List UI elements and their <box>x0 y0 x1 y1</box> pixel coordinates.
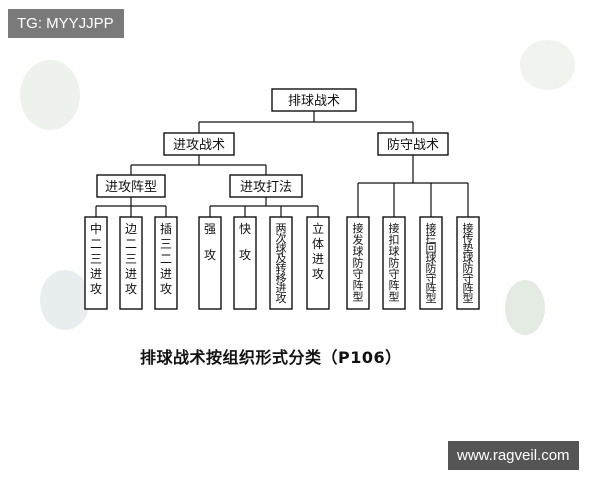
svg-text:接发球防守阵型: 接发球防守阵型 <box>353 222 364 304</box>
node-attack-play: 进攻打法 <box>229 174 303 198</box>
diagram-caption: 排球战术按组织形式分类（P106） <box>140 348 402 367</box>
leaf-formation-2: 边二三进攻 <box>119 216 143 310</box>
svg-text:排球战术: 排球战术 <box>288 94 340 109</box>
node-attack-tactics: 进攻战术 <box>163 132 235 156</box>
svg-text:接传垫球防守阵型: 接传垫球防守阵型 <box>463 222 474 305</box>
node-attack-formation: 进攻阵型 <box>96 174 166 198</box>
leaf-play-4: 立体进攻 <box>306 216 330 310</box>
svg-text:快攻: 快攻 <box>239 222 251 262</box>
leaf-formation-1: 中二三进攻 <box>84 216 108 310</box>
svg-text:进攻打法: 进攻打法 <box>240 180 292 195</box>
svg-text:进攻阵型: 进攻阵型 <box>105 180 157 195</box>
svg-text:强攻: 强攻 <box>204 222 216 262</box>
node-root: 排球战术 <box>271 88 357 112</box>
leaf-defense-1: 接发球防守阵型 <box>346 216 370 310</box>
leaf-formation-3: 插三二进攻 <box>154 216 178 310</box>
background-leaf <box>505 280 545 335</box>
svg-text:插三二进攻: 插三二进攻 <box>160 222 172 296</box>
leaf-play-2: 快攻 <box>233 216 257 310</box>
leaf-defense-4: 接传垫球防守阵型 <box>456 216 480 310</box>
svg-text:边二三进攻: 边二三进攻 <box>125 222 137 296</box>
node-defense-tactics: 防守战术 <box>377 132 449 156</box>
background-leaf <box>40 270 90 330</box>
watermark-tag: TG: MYYJJPP <box>8 9 124 38</box>
background-leaf <box>520 40 575 90</box>
svg-text:立体进攻: 立体进攻 <box>312 221 324 281</box>
tree-connectors <box>95 111 469 217</box>
svg-text:中二三进攻: 中二三进攻 <box>90 221 102 296</box>
leaf-defense-3: 接拦回球防守阵型 <box>419 216 443 310</box>
background-leaf <box>20 60 80 130</box>
svg-text:接扣球防守阵型: 接扣球防守阵型 <box>389 222 400 304</box>
svg-text:进攻战术: 进攻战术 <box>173 138 225 153</box>
leaf-play-1: 强攻 <box>198 216 222 310</box>
site-url-tag: www.ragveil.com <box>448 441 579 470</box>
svg-text:两次球及转移进攻: 两次球及转移进攻 <box>276 222 287 305</box>
svg-text:接拦回球防守阵型: 接拦回球防守阵型 <box>426 222 437 305</box>
svg-text:防守战术: 防守战术 <box>387 137 439 153</box>
leaf-play-3: 两次球及转移进攻 <box>269 216 293 310</box>
leaf-defense-2: 接扣球防守阵型 <box>382 216 406 310</box>
